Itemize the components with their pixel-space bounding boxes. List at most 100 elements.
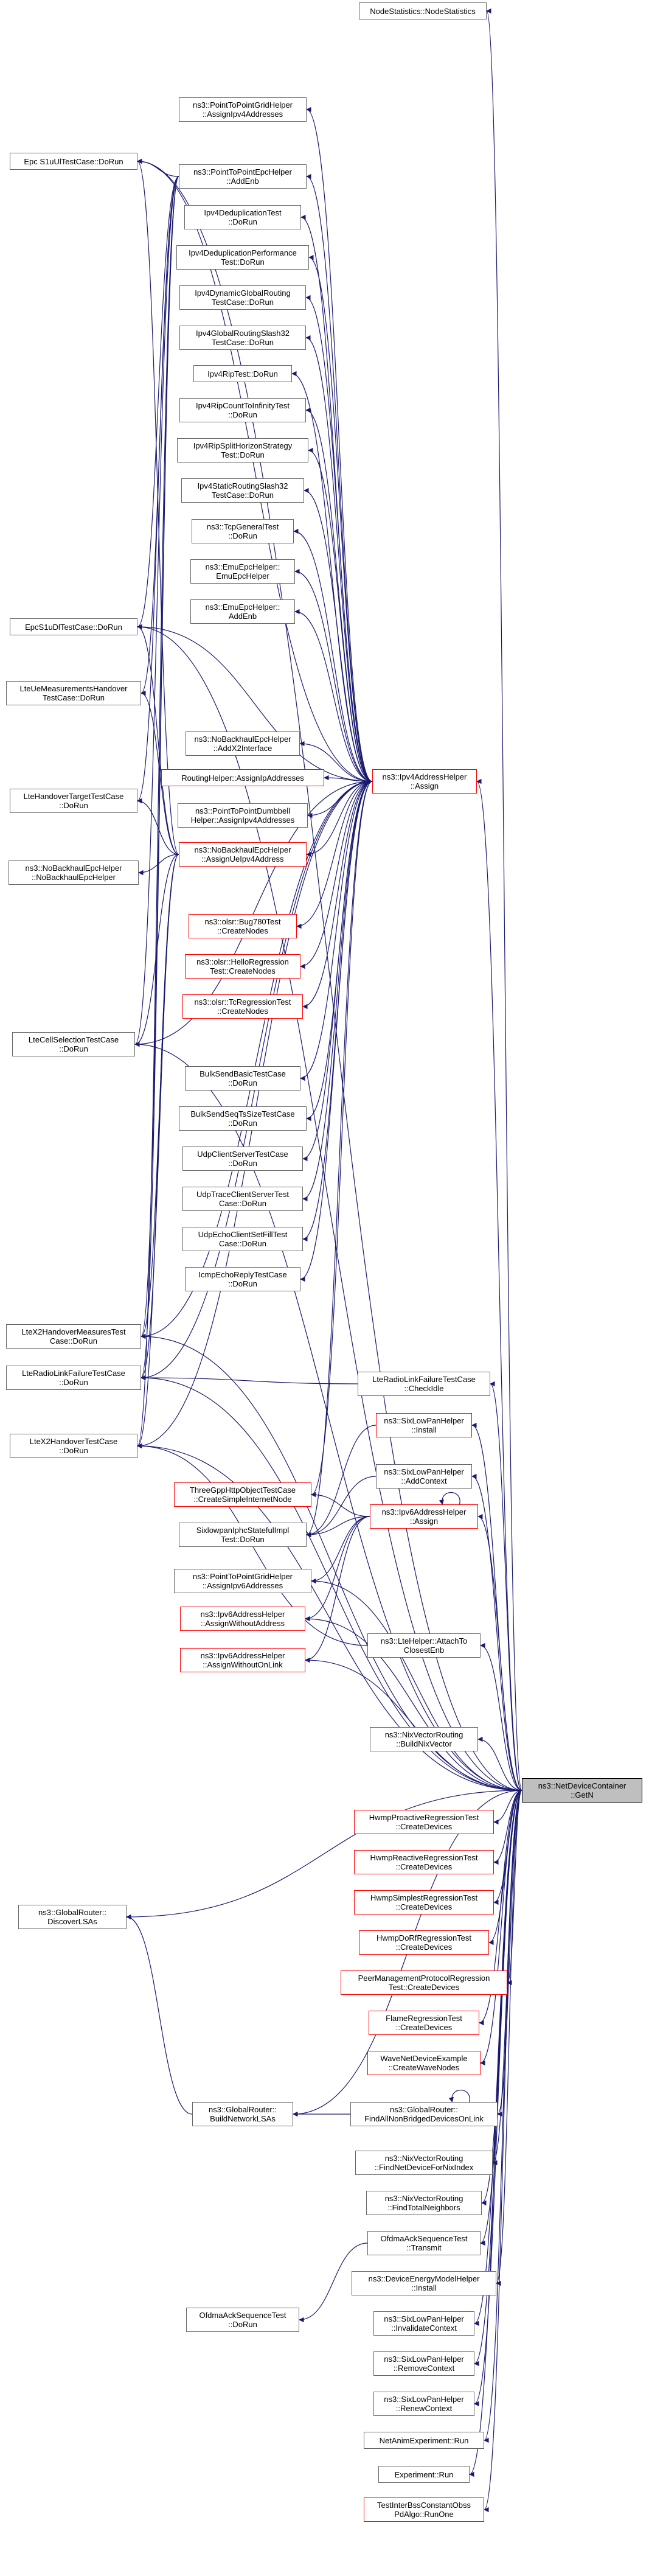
- graph-node-n31[interactable]: UdpClientServerTestCase ::DoRun: [182, 1147, 303, 1171]
- graph-node-n34[interactable]: IcmpEchoReplyTestCase ::DoRun: [185, 1267, 300, 1291]
- edge-n56-n49: [479, 1790, 522, 2026]
- graph-node-n32[interactable]: UdpTraceClientServerTest Case::DoRun: [182, 1187, 303, 1211]
- graph-node-n58[interactable]: ns3::GlobalRouter:: BuildNetworkLSAs: [192, 2102, 293, 2126]
- graph-node-n33[interactable]: UdpEchoClientSetFillTest Case::DoRun: [182, 1227, 303, 1251]
- graph-node-n07[interactable]: Ipv4DynamicGlobalRouting TestCase::DoRun: [179, 285, 306, 310]
- edge-n03-n20: [137, 158, 373, 782]
- graph-node-n60[interactable]: ns3::NixVectorRouting ::FindNetDeviceFor…: [355, 2151, 493, 2175]
- graph-node-n16[interactable]: EpcS1uDlTestCase::DoRun: [10, 618, 137, 635]
- edge-n67-n49: [474, 1790, 522, 2407]
- graph-node-n36[interactable]: LteRadioLinkFailureTestCase ::DoRun: [6, 1366, 141, 1390]
- graph-node-n47[interactable]: ns3::Ipv6AddressHelper ::AssignWithoutOn…: [180, 1648, 305, 1672]
- graph-node-n27[interactable]: ns3::olsr::TcRegressionTest ::CreateNode…: [182, 994, 303, 1019]
- graph-node-n05[interactable]: Ipv4DeduplicationTest ::DoRun: [184, 205, 301, 229]
- edge-n42-n42: [439, 1492, 460, 1505]
- graph-node-n17[interactable]: LteUeMeasurementsHandover TestCase::DoRu…: [6, 681, 141, 705]
- graph-node-n03[interactable]: Epc S1uUlTestCase::DoRun: [10, 153, 137, 170]
- graph-node-n39[interactable]: LteX2HandoverTestCase ::DoRun: [10, 1434, 137, 1458]
- graph-node-n26[interactable]: ns3::olsr::HelloRegression Test::CreateN…: [185, 954, 300, 979]
- graph-node-n64[interactable]: OfdmaAckSequenceTest ::DoRun: [186, 2308, 299, 2332]
- graph-node-n63[interactable]: ns3::DeviceEnergyModelHelper ::Install: [352, 2271, 496, 2295]
- graph-node-n44[interactable]: ns3::PointToPointGridHelper ::AssignIpv6…: [174, 1569, 311, 1593]
- graph-node-n51[interactable]: HwmpReactiveRegressionTest ::CreateDevic…: [354, 1850, 494, 1874]
- graph-node-n42[interactable]: ns3::Ipv6AddressHelper ::Assign: [370, 1504, 478, 1529]
- graph-node-n59[interactable]: ns3::GlobalRouter:: FindAllNonBridgedDev…: [350, 2102, 498, 2126]
- graph-node-n52[interactable]: HwmpSimplestRegressionTest ::CreateDevic…: [354, 1890, 494, 1915]
- graph-node-n50[interactable]: HwmpProactiveRegressionTest ::CreateDevi…: [354, 1810, 494, 1834]
- graph-node-n48[interactable]: ns3::NixVectorRouting ::BuildNixVector: [370, 1727, 478, 1751]
- graph-node-n15[interactable]: ns3::EmuEpcHelper:: AddEnb: [190, 599, 295, 624]
- graph-node-n67[interactable]: ns3::SixLowPanHelper ::RenewContext: [373, 2392, 474, 2416]
- graph-node-n04[interactable]: ns3::PointToPointEpcHelper ::AddEnb: [179, 164, 307, 189]
- graph-node-n45[interactable]: ns3::Ipv6AddressHelper ::AssignWithoutAd…: [180, 1607, 305, 1631]
- edge-n04-n36: [141, 176, 179, 1380]
- edge-n16-n20: [137, 624, 373, 782]
- graph-node-n38[interactable]: ns3::SixLowPanHelper ::Install: [376, 1413, 472, 1437]
- graph-node-n25[interactable]: ns3::olsr::Bug780Test ::CreateNodes: [189, 914, 297, 938]
- graph-node-n62[interactable]: OfdmaAckSequenceTest ::Transmit: [367, 2231, 481, 2255]
- graph-node-n56[interactable]: FlameRegressionTest ::CreateDevices: [369, 2011, 479, 2035]
- graph-node-n22[interactable]: ns3::PointToPointDumbbell Helper::Assign…: [178, 803, 308, 828]
- edge-n04-n03: [137, 158, 179, 177]
- graph-node-n11[interactable]: Ipv4RipSplitHorizonStrategy Test::DoRun: [177, 438, 308, 462]
- graph-node-n41[interactable]: ThreeGppHttpObjectTestCase ::CreateSimpl…: [174, 1482, 311, 1507]
- graph-node-n28[interactable]: LteCellSelectionTestCase ::DoRun: [12, 1032, 135, 1056]
- graph-node-n10[interactable]: Ipv4RipCountToInfinityTest ::DoRun: [179, 398, 306, 422]
- graph-node-n29[interactable]: BulkSendBasicTestCase ::DoRun: [185, 1066, 300, 1091]
- graph-node-n06[interactable]: Ipv4DeduplicationPerformance Test::DoRun: [176, 245, 309, 270]
- graph-node-n61[interactable]: ns3::NixVectorRouting ::FindTotalNeighbo…: [366, 2191, 482, 2215]
- edge-n24-n20: [306, 781, 373, 857]
- graph-node-n01[interactable]: NodeStatistics::NodeStatistics: [359, 2, 487, 19]
- edge-n31-n20: [302, 781, 373, 1162]
- graph-node-n70[interactable]: TestInterBssConstantObss PdAlgo::RunOne: [364, 2497, 484, 2522]
- edge-n68-n49: [484, 1790, 522, 2443]
- graph-node-n30[interactable]: BulkSendSeqTsSizeTestCase ::DoRun: [179, 1106, 307, 1131]
- graph-node-n35[interactable]: LteX2HandoverMeasuresTest Case::DoRun: [6, 1324, 141, 1349]
- graph-node-n66[interactable]: ns3::SixLowPanHelper ::RemoveContext: [373, 2351, 474, 2376]
- graph-node-n18[interactable]: ns3::NoBackhaulEpcHelper ::AddX2Interfac…: [186, 731, 300, 756]
- graph-node-n13[interactable]: ns3::TcpGeneralTest ::DoRun: [192, 519, 294, 543]
- graph-node-n09[interactable]: Ipv4RipTest::DoRun: [193, 365, 292, 382]
- edge-n14-n20: [294, 568, 373, 782]
- edge-n11-n20: [308, 447, 373, 782]
- edge-n29-n20: [300, 781, 373, 1081]
- graph-node-n20[interactable]: ns3::Ipv4AddressHelper ::Assign: [372, 769, 477, 794]
- graph-node-n69[interactable]: Experiment::Run: [378, 2466, 470, 2483]
- graph-node-n14[interactable]: ns3::EmuEpcHelper:: EmuEpcHelper: [190, 559, 295, 584]
- graph-node-n23[interactable]: ns3::NoBackhaulEpcHelper ::NoBackhaulEpc…: [9, 860, 139, 885]
- edge-n70-n49: [484, 1790, 522, 2512]
- edge-n35-n20: [141, 781, 373, 1339]
- edge-n16-n49: [137, 624, 522, 1791]
- graph-node-n55[interactable]: PeerManagementProtocolRegression Test::C…: [341, 1970, 507, 1995]
- edge-n53-n49: [126, 1790, 522, 1920]
- graph-node-n02[interactable]: ns3::PointToPointGridHelper ::AssignIpv4…: [179, 97, 307, 122]
- edge-n24-n23: [138, 854, 179, 876]
- edge-n24-n21: [137, 798, 179, 855]
- graph-node-n21[interactable]: LteHandoverTargetTestCase ::DoRun: [10, 789, 137, 813]
- edge-n19-n20: [324, 775, 373, 782]
- graph-node-n49[interactable]: ns3::NetDeviceContainer ::GetN: [522, 1778, 642, 1803]
- graph-node-n57[interactable]: WaveNetDeviceExample ::CreateWaveNodes: [367, 2051, 481, 2075]
- graph-node-n40[interactable]: ns3::SixLowPanHelper ::AddContext: [376, 1464, 472, 1489]
- edge-n20-n49: [476, 779, 522, 1791]
- graph-node-n12[interactable]: Ipv4StaticRoutingSlash32 TestCase::DoRun: [181, 478, 304, 503]
- graph-node-n68[interactable]: NetAnimExperiment::Run: [364, 2432, 484, 2449]
- edge-n15-n20: [294, 609, 373, 782]
- edge-n13-n20: [293, 528, 373, 782]
- edge-n57-n49: [480, 1790, 522, 2066]
- edge-n37-n36: [141, 1375, 358, 1384]
- edge-n58-n53: [126, 1914, 193, 2115]
- edge-n24-n28: [134, 854, 179, 1047]
- graph-node-n53[interactable]: ns3::GlobalRouter:: DiscoverLSAs: [18, 1905, 127, 1929]
- graph-node-n65[interactable]: ns3::SixLowPanHelper ::InvalidateContext: [373, 2311, 474, 2336]
- graph-node-n08[interactable]: Ipv4GlobalRoutingSlash32 TestCase::DoRun: [179, 326, 306, 350]
- graph-node-n19[interactable]: RoutingHelper::AssignIpAddresses: [161, 769, 324, 786]
- edge-n44-n42: [311, 1516, 370, 1584]
- edge-n32-n20: [302, 781, 373, 1202]
- graph-node-n24[interactable]: ns3::NoBackhaulEpcHelper ::AssignUeIpv4A…: [179, 842, 307, 867]
- graph-node-n43[interactable]: SixlowpanIphcStatefulImpl Test::DoRun: [179, 1523, 307, 1547]
- graph-node-n54[interactable]: HwmpDoRfRegressionTest ::CreateDevices: [359, 1930, 489, 1955]
- graph-node-n46[interactable]: ns3::LteHelper::AttachTo ClosestEnb: [367, 1633, 481, 1658]
- graph-node-n37[interactable]: LteRadioLinkFailureTestCase ::CheckIdle: [358, 1372, 490, 1396]
- edge-n42-n41: [311, 1492, 370, 1517]
